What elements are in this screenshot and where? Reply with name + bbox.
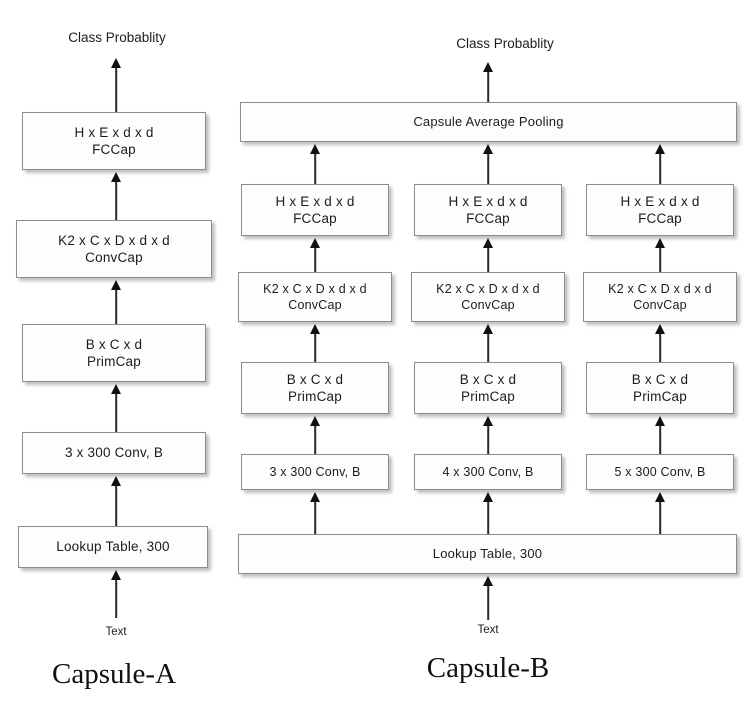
block-line-2: ConvCap xyxy=(85,250,143,265)
capsule-a-arrow-conv-to-primcap xyxy=(110,384,122,432)
block-line-1: 4 x 300 Conv, B xyxy=(442,465,534,479)
block-line-1: B x C x d xyxy=(286,371,344,387)
block-line-2: FCCap xyxy=(466,211,510,226)
capsule-b-branch-3-arrow-lookup-to-conv xyxy=(654,492,666,536)
capsule-b-branch-2-block-conv[interactable]: 4 x 300 Conv, B xyxy=(414,454,562,490)
block-line-1: Lookup Table, 300 xyxy=(56,539,170,555)
capsule-b-branch-3-block-primcap[interactable]: B x C x d PrimCap xyxy=(586,362,734,414)
block-line-2: ConvCap xyxy=(633,298,687,312)
capsule-b-branch-2-block-primcap[interactable]: B x C x d PrimCap xyxy=(414,362,562,414)
capsule-b-branch-3-arrow-conv-to-primcap xyxy=(654,416,666,454)
capsule-b-block-lookup-table[interactable]: Lookup Table, 300 xyxy=(238,534,737,574)
block-line-2: PrimCap xyxy=(633,389,687,404)
block-line-1: H x E x d x d xyxy=(74,124,154,140)
capsule-b-arrow-to-output xyxy=(482,62,494,102)
capsule-a-block-lookup-table[interactable]: Lookup Table, 300 xyxy=(18,526,208,568)
capsule-b-branch-3-block-conv[interactable]: 5 x 300 Conv, B xyxy=(586,454,734,490)
block-line-1: K2 x C x D x d x d xyxy=(608,282,712,296)
capsule-b-arrow-text-to-lookup xyxy=(482,576,494,620)
block-line-2: FCCap xyxy=(92,142,136,157)
block-line-2: PrimCap xyxy=(288,389,342,404)
block-line-2: FCCap xyxy=(638,211,682,226)
capsule-b-branch-3-arrow-fccap-to-pooling xyxy=(654,144,666,184)
capsule-b-branch-1-arrow-primcap-to-convcap xyxy=(309,324,321,362)
block-line-1: H x E x d x d xyxy=(275,193,355,209)
block-line-1: 3 x 300 Conv, B xyxy=(64,445,164,461)
capsule-a-arrow-lookup-to-conv xyxy=(110,476,122,526)
capsule-a-output-label: Class Probablity xyxy=(68,30,166,45)
capsule-a-arrow-convcap-to-fccap xyxy=(110,172,122,220)
block-line-1: B x C x d xyxy=(85,336,143,352)
capsule-b-branch-2-block-fccap[interactable]: H x E x d x d FCCap xyxy=(414,184,562,236)
capsule-a-block-convcap[interactable]: K2 x C x D x d x d ConvCap xyxy=(16,220,212,278)
block-line-1: B x C x d xyxy=(459,371,517,387)
block-line-2: ConvCap xyxy=(461,298,515,312)
block-line-1: B x C x d xyxy=(631,371,689,387)
capsule-a-block-primcap[interactable]: B x C x d PrimCap xyxy=(22,324,206,382)
block-line-2: PrimCap xyxy=(461,389,515,404)
capsule-a-input-label: Text xyxy=(105,626,127,638)
block-line-1: K2 x C x D x d x d xyxy=(436,282,540,296)
capsule-b-branch-3-block-convcap[interactable]: K2 x C x D x d x d ConvCap xyxy=(583,272,737,322)
block-line-2: FCCap xyxy=(293,211,337,226)
capsule-a-arrow-to-output xyxy=(110,58,122,112)
capsule-a-caption: Capsule-A xyxy=(51,658,177,690)
capsule-b-branch-1-arrow-conv-to-primcap xyxy=(309,416,321,454)
block-line-1: 3 x 300 Conv, B xyxy=(269,465,361,479)
block-line-1: K2 x C x D x d x d xyxy=(58,232,170,248)
capsule-b-branch-1-block-convcap[interactable]: K2 x C x D x d x d ConvCap xyxy=(238,272,392,322)
capsule-b-branch-3-arrow-convcap-to-fccap xyxy=(654,238,666,272)
block-line-1: H x E x d x d xyxy=(448,193,528,209)
block-line-1: K2 x C x D x d x d xyxy=(263,282,367,296)
capsule-a-arrow-primcap-to-convcap xyxy=(110,280,122,324)
capsule-b-branch-2-arrow-conv-to-primcap xyxy=(482,416,494,454)
capsule-b-branch-2-arrow-fccap-to-pooling xyxy=(482,144,494,184)
capsule-a-block-fccap[interactable]: H x E x d x d FCCap xyxy=(22,112,206,170)
capsule-b-branch-2-arrow-primcap-to-convcap xyxy=(482,324,494,362)
block-line-1: Lookup Table, 300 xyxy=(432,545,543,561)
capsule-b-branch-1-block-conv[interactable]: 3 x 300 Conv, B xyxy=(241,454,389,490)
capsule-b-branch-1-block-fccap[interactable]: H x E x d x d FCCap xyxy=(241,184,389,236)
block-line-1: H x E x d x d xyxy=(620,193,700,209)
block-line-1: Capsule Average Pooling xyxy=(413,113,564,129)
capsule-b-branch-1-arrow-fccap-to-pooling xyxy=(309,144,321,184)
capsule-b-branch-2-arrow-lookup-to-conv xyxy=(482,492,494,536)
capsule-b-caption: Capsule-B xyxy=(426,652,550,684)
capsule-b-branch-2-block-convcap[interactable]: K2 x C x D x d x d ConvCap xyxy=(411,272,565,322)
capsule-a-arrow-text-to-lookup xyxy=(110,570,122,618)
block-line-2: PrimCap xyxy=(87,354,141,369)
capsule-b-branch-3-arrow-primcap-to-convcap xyxy=(654,324,666,362)
capsule-b-input-label: Text xyxy=(477,624,499,636)
block-line-1: 5 x 300 Conv, B xyxy=(614,465,706,479)
block-line-2: ConvCap xyxy=(288,298,342,312)
capsule-b-branch-2-arrow-convcap-to-fccap xyxy=(482,238,494,272)
capsule-b-branch-1-arrow-convcap-to-fccap xyxy=(309,238,321,272)
capsule-b-branch-3-block-fccap[interactable]: H x E x d x d FCCap xyxy=(586,184,734,236)
capsule-a-block-conv[interactable]: 3 x 300 Conv, B xyxy=(22,432,206,474)
capsule-b-branch-1-block-primcap[interactable]: B x C x d PrimCap xyxy=(241,362,389,414)
capsule-b-branch-1-arrow-lookup-to-conv xyxy=(309,492,321,536)
capsule-b-output-label: Class Probablity xyxy=(456,36,554,51)
capsule-b-block-capsule-average-pooling[interactable]: Capsule Average Pooling xyxy=(240,102,737,142)
